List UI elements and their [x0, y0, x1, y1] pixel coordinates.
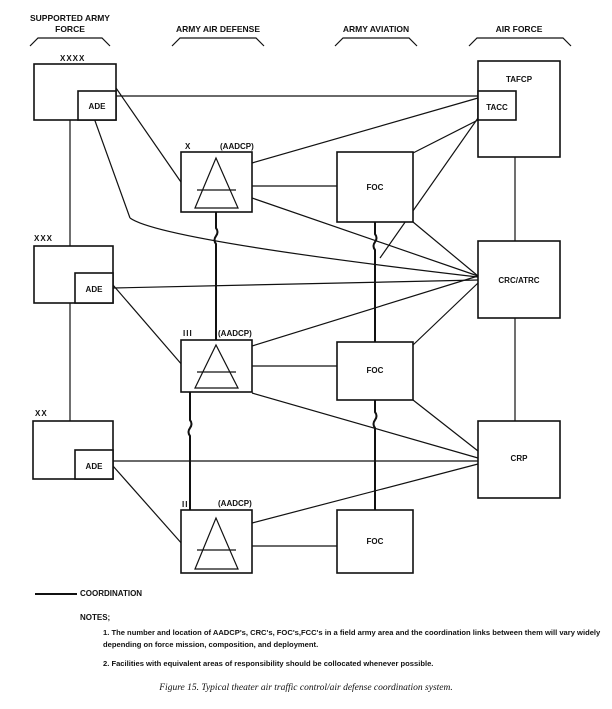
- crc-atrc-unit: CRC/ATRC: [477, 240, 561, 319]
- tafcp-unit: TAFCP TACC: [477, 60, 561, 158]
- crp-box: [477, 420, 561, 499]
- aadcp-unit-3: II (AADCP): [180, 499, 253, 574]
- header-aviation: ARMY AVIATION: [343, 24, 409, 34]
- link-line: [251, 392, 479, 459]
- ade-label: ADE: [86, 285, 104, 294]
- link-line: [251, 275, 479, 347]
- ade-label: ADE: [89, 102, 107, 111]
- army-unit-3: XX ADE: [32, 409, 114, 480]
- link-line: [372, 400, 378, 510]
- air-defense-triangle-icon: [194, 343, 239, 389]
- legend-coordination: COORDINATION: [80, 589, 143, 598]
- echelon-symbol: II: [182, 500, 188, 509]
- note-item-1: 1. The number and location of AADCP's, C…: [103, 628, 601, 649]
- link-line: [129, 217, 479, 278]
- ade-box: [77, 90, 117, 121]
- air-defense-triangle-icon: [194, 156, 239, 209]
- link-line: [187, 392, 193, 510]
- aadcp-box: [180, 151, 253, 213]
- army-unit-2: XXX ADE: [33, 234, 114, 304]
- link-line: [372, 222, 378, 342]
- aadcp-unit-1: X (AADCP): [180, 142, 254, 213]
- echelon-symbol: X: [185, 142, 191, 151]
- link-line: [412, 221, 479, 277]
- column-header-air-defense: ARMY AIR DEFENSE: [171, 24, 265, 47]
- foc-unit-3: FOC: [336, 509, 414, 574]
- crc-atrc-box: [477, 240, 561, 319]
- link-line: [112, 279, 479, 289]
- coordination-links: [69, 87, 516, 547]
- header-air-defense: ARMY AIR DEFENSE: [176, 24, 260, 34]
- foc-label: FOC: [367, 537, 384, 546]
- air-defense-triangle-icon: [194, 516, 239, 570]
- foc-label: FOC: [367, 366, 384, 375]
- tacc-label: TACC: [486, 103, 508, 112]
- aadcp-box: [180, 509, 253, 574]
- aadcp-unit-2: III (AADCP): [180, 329, 253, 393]
- link-line: [412, 119, 479, 154]
- link-line: [379, 117, 479, 259]
- foc-box: [336, 151, 414, 223]
- header-army-force-line2: FORCE: [55, 24, 85, 34]
- echelon-symbol: III: [183, 329, 193, 338]
- tafcp-label: TAFCP: [506, 75, 533, 84]
- link-line: [93, 117, 131, 219]
- foc-unit-2: FOC: [336, 341, 414, 401]
- notes-title: NOTES;: [80, 613, 111, 622]
- link-line: [112, 465, 184, 546]
- crp-label: CRP: [511, 454, 529, 463]
- link-line: [213, 212, 219, 340]
- foc-box: [336, 341, 414, 401]
- echelon-symbol: XXXX: [60, 54, 85, 63]
- header-bracket: [334, 37, 418, 47]
- link-line: [412, 282, 479, 346]
- foc-unit-1: FOC: [336, 151, 414, 223]
- echelon-symbol: XX: [35, 409, 48, 418]
- legend-line-sample: [35, 593, 77, 595]
- army-unit-1: XXXX ADE: [33, 54, 117, 121]
- header-air-force: AIR FORCE: [496, 24, 543, 34]
- ade-box: [74, 272, 114, 304]
- ade-box: [74, 449, 114, 480]
- link-line: [251, 197, 479, 277]
- aadcp-box: [180, 339, 253, 393]
- ade-label: ADE: [86, 462, 104, 471]
- figure-caption: Figure 15. Typical theater air traffic c…: [159, 683, 453, 693]
- aadcp-label: (AADCP): [220, 142, 254, 151]
- note-item-2: 2. Facilities with equivalent areas of r…: [103, 659, 434, 668]
- link-line: [251, 97, 479, 164]
- header-bracket: [171, 37, 265, 47]
- link-line: [112, 284, 184, 367]
- link-line: [251, 463, 479, 524]
- link-line: [412, 399, 479, 452]
- column-header-aviation: ARMY AVIATION: [334, 24, 418, 47]
- header-bracket: [29, 37, 111, 47]
- foc-box: [336, 509, 414, 574]
- foc-label: FOC: [367, 183, 384, 192]
- aadcp-label: (AADCP): [218, 329, 252, 338]
- echelon-symbol: XXX: [34, 234, 53, 243]
- header-army-force-line1: SUPPORTED ARMY: [30, 13, 110, 23]
- aadcp-label: (AADCP): [218, 499, 252, 508]
- crp-unit: CRP: [477, 420, 561, 499]
- crc-atrc-label: CRC/ATRC: [498, 276, 539, 285]
- header-bracket: [468, 37, 572, 47]
- column-header-air-force: AIR FORCE: [468, 24, 572, 47]
- column-header-army-force: SUPPORTED ARMY FORCE: [29, 13, 111, 47]
- tacc-box: [477, 90, 517, 121]
- link-line: [115, 87, 184, 186]
